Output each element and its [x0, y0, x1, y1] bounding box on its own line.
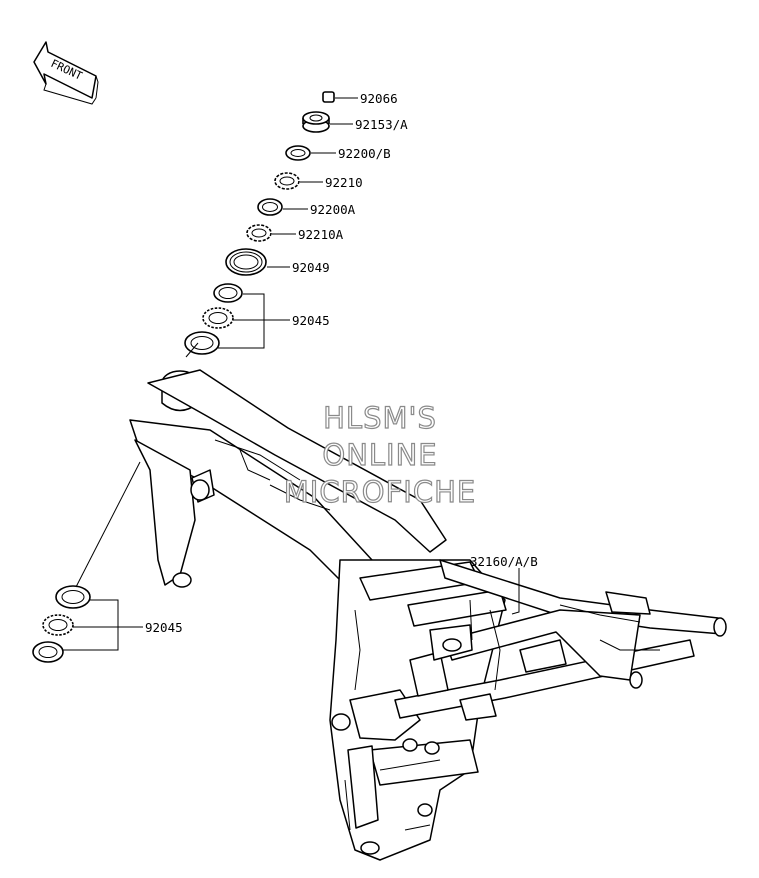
part-32160-frame[interactable] [129, 369, 727, 861]
part-92153-stem-nut[interactable] [302, 111, 330, 133]
front-arrow-icon: FRONT [33, 41, 99, 105]
label-92153[interactable]: 92153/A [355, 117, 408, 132]
part-92045-upper-bearing[interactable] [184, 283, 243, 355]
label-92210[interactable]: 92210 [325, 175, 363, 190]
part-92049-seal[interactable] [225, 248, 267, 276]
part-92210a-locknut[interactable] [246, 224, 272, 242]
part-92200b-washer[interactable] [285, 145, 311, 161]
upper-leader-lines [218, 97, 358, 349]
frame-leader-line [511, 568, 520, 615]
lower-leader-lines [63, 342, 199, 651]
part-92045-lower-bearing[interactable] [32, 585, 91, 663]
watermark-line-3: MICROFICHE [284, 475, 476, 509]
part-92210-locknut[interactable] [274, 172, 300, 190]
label-92200b[interactable]: 92200/B [338, 146, 391, 161]
label-92045-upper[interactable]: 92045 [292, 313, 330, 328]
part-92066-dust-cap[interactable] [322, 91, 335, 103]
watermark-line-2: ONLINE [322, 438, 437, 472]
watermark: HLSM'S ONLINE MICROFICHE [283, 400, 476, 509]
label-92210a[interactable]: 92210A [298, 227, 344, 242]
label-32160[interactable]: 32160/A/B [470, 554, 538, 569]
label-92045-lower[interactable]: 92045 [145, 620, 183, 635]
part-92200a-washer[interactable] [257, 198, 283, 216]
label-92200a[interactable]: 92200A [310, 202, 356, 217]
watermark-line-1: HLSM'S [323, 401, 437, 435]
part-labels: 92066 92153/A 92200/B 92210 92200A 92210… [145, 91, 538, 635]
label-92049[interactable]: 92049 [292, 260, 330, 275]
label-92066[interactable]: 92066 [360, 91, 398, 106]
